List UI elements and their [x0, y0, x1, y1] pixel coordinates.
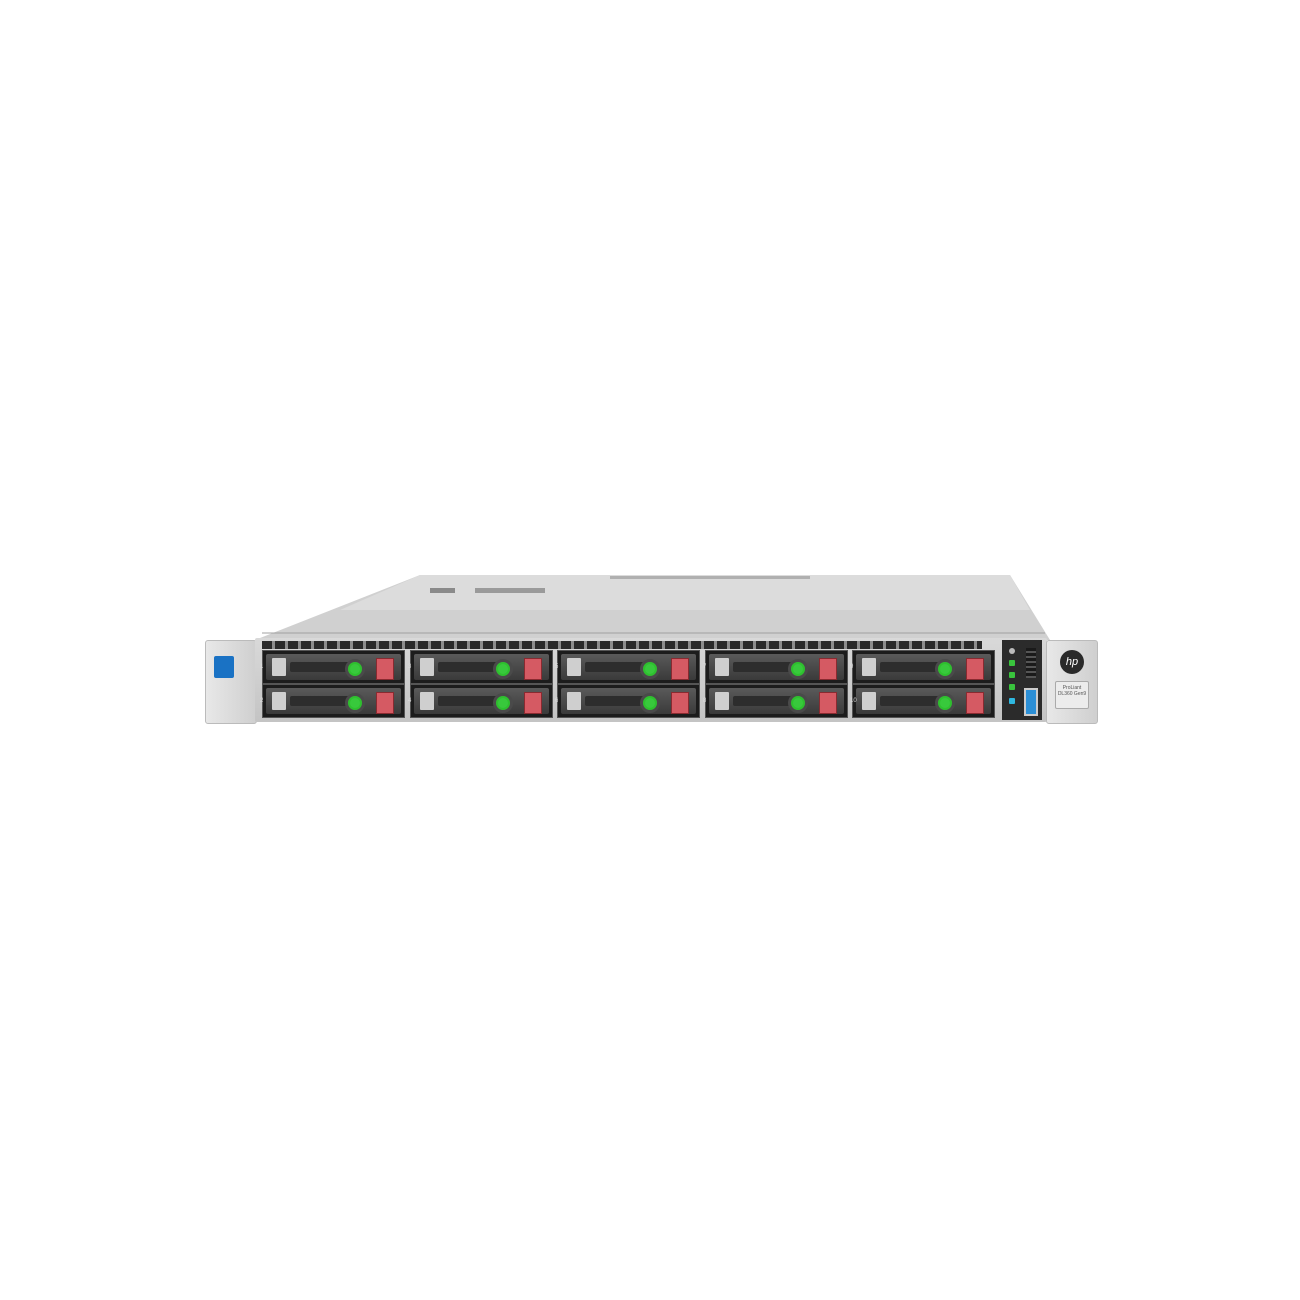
model-label: ProLiant DL360 Gen9	[1055, 681, 1089, 709]
power-button[interactable]	[1009, 648, 1015, 654]
drive-label	[862, 692, 876, 710]
bay-number: 10	[850, 698, 857, 704]
bay-number: 1	[260, 664, 264, 670]
drive-bay[interactable]: 10	[850, 684, 995, 718]
bay-number: 4	[408, 698, 412, 704]
drive-carrier[interactable]: 9	[850, 654, 991, 680]
drive-handle[interactable]	[733, 662, 803, 672]
bay-number: 9	[850, 664, 854, 670]
drive-bay[interactable]: 2	[260, 684, 405, 718]
drive-handle[interactable]	[585, 662, 655, 672]
drive-handle[interactable]	[290, 696, 360, 706]
cover-latch	[430, 588, 455, 593]
drive-bay[interactable]: 5	[555, 650, 700, 684]
drive-release-button[interactable]	[671, 692, 689, 714]
drive-activity-led	[788, 693, 808, 713]
drive-label	[420, 692, 434, 710]
nic-led	[1009, 672, 1015, 678]
drive-carrier[interactable]: 4	[408, 688, 549, 714]
drive-bay[interactable]: 8	[703, 684, 848, 718]
drive-release-button[interactable]	[524, 658, 542, 680]
hp-logo: hp	[1060, 650, 1084, 674]
bay-number: 3	[408, 664, 412, 670]
drive-release-button[interactable]	[819, 692, 837, 714]
drive-carrier[interactable]: 2	[260, 688, 401, 714]
bay-number: 2	[260, 698, 264, 704]
drive-label	[715, 658, 729, 676]
drive-release-button[interactable]	[671, 658, 689, 680]
panel-vent	[1026, 648, 1036, 678]
drive-carrier[interactable]: 7	[703, 654, 844, 680]
bay-number: 7	[703, 664, 707, 670]
bay-number: 8	[703, 698, 707, 704]
drive-handle[interactable]	[880, 662, 950, 672]
drive-label	[715, 692, 729, 710]
drive-activity-led	[640, 659, 660, 679]
drive-activity-led	[493, 693, 513, 713]
drive-release-button[interactable]	[524, 692, 542, 714]
cover-label	[475, 588, 545, 593]
drive-label	[420, 658, 434, 676]
drive-handle[interactable]	[585, 696, 655, 706]
power-led	[1009, 684, 1015, 690]
control-panel	[1002, 640, 1042, 720]
drive-bay[interactable]: 3	[408, 650, 553, 684]
drive-carrier[interactable]: 6	[555, 688, 696, 714]
drive-bay[interactable]: 1	[260, 650, 405, 684]
drive-activity-led	[935, 693, 955, 713]
drive-label	[272, 658, 286, 676]
drive-label	[567, 658, 581, 676]
drive-release-button[interactable]	[819, 658, 837, 680]
drive-bay[interactable]: 7	[703, 650, 848, 684]
right-rack-ear: hp ProLiant DL360 Gen9	[1046, 640, 1098, 724]
drive-release-button[interactable]	[376, 692, 394, 714]
uid-button[interactable]	[1009, 698, 1015, 704]
drive-activity-led	[788, 659, 808, 679]
bay-number: 6	[555, 698, 559, 704]
drive-activity-led	[640, 693, 660, 713]
drive-label	[567, 692, 581, 710]
intel-badge	[214, 656, 234, 678]
drive-label	[272, 692, 286, 710]
drive-carrier[interactable]: 8	[703, 688, 844, 714]
left-rack-ear	[205, 640, 257, 724]
drive-bay[interactable]: 4	[408, 684, 553, 718]
drive-carrier[interactable]: 10	[850, 688, 991, 714]
health-led	[1009, 660, 1015, 666]
drive-activity-led	[345, 693, 365, 713]
drive-bay[interactable]: 6	[555, 684, 700, 718]
drive-release-button[interactable]	[966, 658, 984, 680]
bay-number: 5	[555, 664, 559, 670]
drive-release-button[interactable]	[376, 658, 394, 680]
drive-label	[862, 658, 876, 676]
drive-bay[interactable]: 9	[850, 650, 995, 684]
drive-handle[interactable]	[438, 696, 508, 706]
front-vent	[262, 641, 982, 649]
drive-carrier[interactable]: 1	[260, 654, 401, 680]
drive-handle[interactable]	[290, 662, 360, 672]
drive-activity-led	[493, 659, 513, 679]
drive-activity-led	[935, 659, 955, 679]
drive-handle[interactable]	[880, 696, 950, 706]
drive-carrier[interactable]: 5	[555, 654, 696, 680]
drive-release-button[interactable]	[966, 692, 984, 714]
drive-handle[interactable]	[733, 696, 803, 706]
usb-port[interactable]	[1024, 688, 1038, 716]
drive-handle[interactable]	[438, 662, 508, 672]
drive-activity-led	[345, 659, 365, 679]
drive-carrier[interactable]: 3	[408, 654, 549, 680]
